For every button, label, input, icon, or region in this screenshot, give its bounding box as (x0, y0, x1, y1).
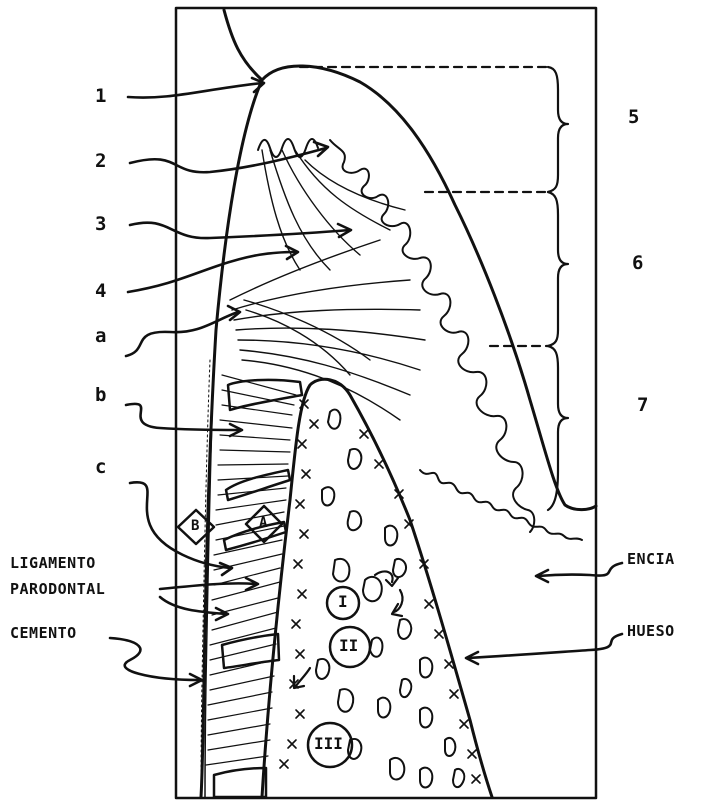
right-arrows (466, 563, 622, 664)
label-7: 7 (637, 396, 648, 415)
label-c: c (95, 458, 106, 477)
label-3: 3 (95, 215, 106, 234)
diamond-A-label: A (259, 516, 267, 530)
label-6: 6 (632, 254, 643, 273)
diamond-B-label: B (191, 519, 199, 533)
label-encia: ENCIA (627, 552, 675, 567)
label-b: b (95, 386, 106, 405)
label-4: 4 (95, 282, 106, 301)
label-ligamento: LIGAMENTO (10, 556, 96, 571)
alveolar-bone (262, 379, 492, 797)
label-hueso: HUESO (627, 624, 675, 639)
label-parodontal: PARODONTAL (10, 582, 105, 597)
zone-bracket (300, 67, 568, 510)
label-1: 1 (95, 87, 106, 106)
figure-frame (176, 8, 596, 798)
label-cemento: CEMENTO (10, 626, 77, 641)
circle-II-label: II (339, 638, 358, 654)
label-5: 5 (628, 108, 639, 127)
crevicular-epithelium (258, 139, 318, 157)
label-2: 2 (95, 152, 106, 171)
bone-osteocyte-marks (280, 400, 480, 783)
circle-I-label: I (338, 594, 348, 610)
gingiva-outline (262, 66, 596, 510)
label-a: a (95, 327, 106, 346)
circle-III-label: III (314, 736, 343, 752)
